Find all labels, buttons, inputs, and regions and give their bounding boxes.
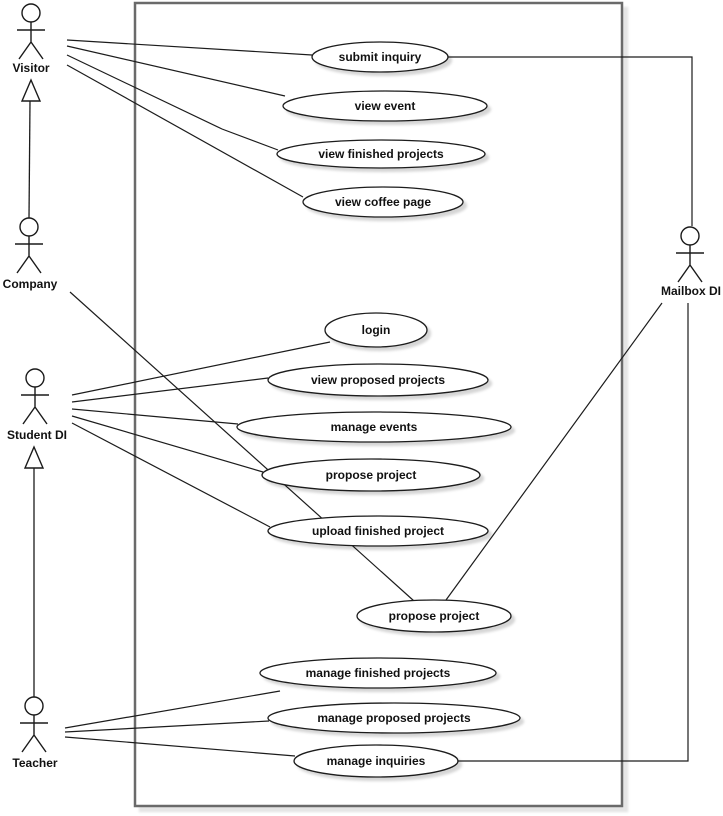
usecase-manage-finished-projects-label: manage finished projects (306, 666, 451, 680)
usecase-upload-finished-project-shape[interactable] (267, 515, 489, 547)
association-visitor-view-coffee-page (66, 64, 304, 198)
usecase-manage-finished-projects-shape[interactable] (259, 657, 497, 689)
association-visitor-view-event (66, 45, 286, 97)
usecase-login[interactable]: login (324, 312, 428, 348)
usecase-view-finished-projects-shape[interactable] (276, 139, 486, 169)
actor-company-label: Company (3, 277, 58, 291)
usecase-view-coffee-page-label: view coffee page (335, 195, 431, 209)
usecase-view-finished-projects-label: view finished projects (318, 147, 444, 161)
actor-visitor-body (17, 22, 45, 60)
usecase-view-coffee-page-shape[interactable] (302, 186, 464, 218)
usecase-view-event-label: view event (355, 99, 416, 113)
usecase-login-label: login (362, 323, 391, 337)
usecase-submit-inquiry[interactable]: submit inquiry (311, 41, 449, 73)
actor-mailbox-di-head (680, 226, 700, 246)
association-student-manage-events (71, 408, 239, 425)
usecase-manage-events[interactable]: manage events (236, 411, 512, 443)
usecase-propose-project-lower-label: propose project (389, 609, 480, 623)
actor-teacher-label: Teacher (12, 756, 57, 770)
actor-student-di[interactable]: Student DI (7, 368, 67, 442)
actor-student-di-body (21, 387, 49, 425)
actor-mailbox-di-body (676, 245, 704, 283)
usecase-manage-finished-projects[interactable]: manage finished projects (259, 657, 497, 689)
association-teacher-manage-proposed-projects (64, 720, 270, 733)
actor-visitor[interactable]: Visitor (12, 3, 50, 75)
actor-company-head (19, 217, 39, 237)
usecase-manage-events-label: manage events (331, 420, 418, 434)
actor-visitor-head (21, 3, 41, 23)
usecase-submit-inquiry-label: submit inquiry (339, 50, 422, 64)
association-mailbox-manage-inquiries (458, 303, 689, 762)
actor-teacher-head (24, 696, 44, 716)
usecase-upload-finished-project[interactable]: upload finished project (267, 515, 489, 547)
association-teacher-manage-inquiries (64, 736, 296, 757)
association-teacher-manage-finished-projects (64, 690, 281, 729)
usecase-view-proposed-projects-shape[interactable] (267, 363, 489, 397)
generalization-stem (28, 100, 31, 219)
association-student-login (71, 341, 331, 396)
usecase-upload-finished-project-label: upload finished project (312, 524, 444, 538)
usecase-manage-events-shape[interactable] (236, 411, 512, 443)
usecase-view-coffee-page[interactable]: view coffee page (302, 186, 464, 218)
association-mailbox-propose-project (445, 302, 663, 601)
generalization-teacher-student-di (23, 445, 45, 697)
association-student-view-proposed-projects (71, 377, 269, 403)
actor-mailbox-di[interactable]: Mailbox DI (661, 226, 721, 298)
association-visitor-view-finished-projects (66, 54, 279, 151)
actor-mailbox-di-label: Mailbox DI (661, 284, 721, 298)
usecase-propose-project-lower-shape[interactable] (356, 599, 512, 633)
actor-teacher-body (20, 715, 48, 753)
association-company-propose-project (69, 291, 415, 602)
usecase-propose-project-upper[interactable]: propose project (261, 458, 481, 492)
usecase-view-finished-projects[interactable]: view finished projects (276, 139, 486, 169)
usecase-manage-proposed-projects-label: manage proposed projects (317, 711, 471, 725)
usecase-manage-inquiries-label: manage inquiries (327, 754, 426, 768)
association-mailbox-submit-inquiry (448, 56, 693, 226)
generalization-company-visitor (20, 78, 42, 219)
usecase-propose-project-lower[interactable]: propose project (356, 599, 512, 633)
actor-student-di-label: Student DI (7, 428, 67, 442)
usecase-submit-inquiry-shape[interactable] (311, 41, 449, 73)
actor-student-di-head (25, 368, 45, 388)
usecase-view-event[interactable]: view event (282, 90, 488, 122)
actor-visitor-label: Visitor (12, 61, 49, 75)
association-visitor-submit-inquiry (66, 39, 313, 56)
usecase-manage-inquiries-shape[interactable] (293, 744, 459, 778)
generalization-arrowhead (20, 78, 42, 102)
usecase-manage-proposed-projects-shape[interactable] (267, 702, 521, 734)
usecase-manage-proposed-projects[interactable]: manage proposed projects (267, 702, 521, 734)
usecase-propose-project-upper-shape[interactable] (261, 458, 481, 492)
use-cases: submit inquiry view event view finished … (236, 41, 521, 778)
usecase-view-proposed-projects[interactable]: view proposed projects (267, 363, 489, 397)
actor-company-body (15, 236, 43, 274)
association-student-propose-project (71, 415, 264, 473)
actor-company[interactable]: Company (3, 217, 58, 291)
usecase-manage-inquiries[interactable]: manage inquiries (293, 744, 459, 778)
actor-teacher[interactable]: Teacher (12, 696, 58, 770)
generalization-arrowhead (23, 445, 45, 469)
associations (64, 39, 693, 762)
usecase-view-proposed-projects-label: view proposed projects (311, 373, 445, 387)
usecase-propose-project-upper-label: propose project (326, 468, 417, 482)
usecase-login-shape[interactable] (324, 312, 428, 348)
association-student-upload-finished-project (71, 422, 271, 528)
usecase-view-event-shape[interactable] (282, 90, 488, 122)
